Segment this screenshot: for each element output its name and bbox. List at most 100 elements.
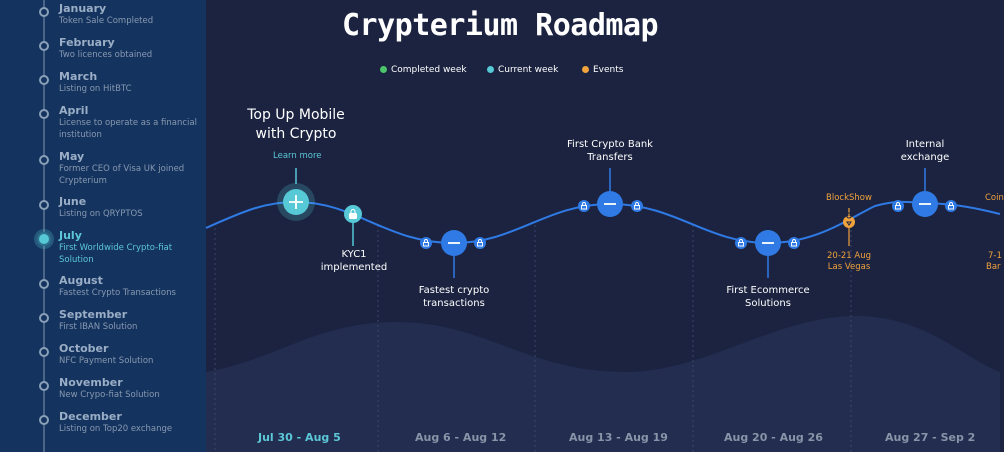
lock-node [578,200,590,212]
week-tab[interactable]: Aug 13 - Aug 19 [569,431,668,444]
month-dot-icon [39,155,49,165]
plus-icon [289,195,303,209]
week-dividers [214,225,852,452]
month-dot-icon [39,347,49,357]
lock-icon [738,239,744,247]
location-pin-icon [846,212,852,226]
milestone-kyc-title: KYC1 implemented [320,249,388,273]
month-dot-icon [39,75,49,85]
lock-icon [634,202,640,210]
month-dot-icon [39,7,49,17]
milestone-fastest-title: Fastest crypto transactions [418,285,490,309]
sidebar-item-october[interactable]: October NFC Payment Solution [0,342,206,376]
lock-node [945,200,957,212]
legend-current-week: Current week [487,65,558,75]
legend-label: Completed week [391,65,467,75]
month-name: May [59,150,85,163]
lock-node [420,237,432,249]
lock-node [735,237,747,249]
sidebar-item-june[interactable]: June Listing on QRYPTOS [0,195,206,229]
learn-more-link[interactable]: Learn more [273,151,322,161]
month-name: April [59,104,89,117]
lock-node [892,200,904,212]
event-blockshow-place: Las Vegas [827,262,871,272]
month-dot-icon [39,279,49,289]
sidebar-item-july[interactable]: July First Worldwide Crypto-fiat Solutio… [0,229,206,265]
month-dot-icon [39,41,49,51]
month-name: August [59,274,103,287]
month-name: July [59,229,82,242]
month-name: March [59,70,98,83]
month-name: November [59,376,123,389]
lock-icon [895,202,901,210]
month-description: Token Sale Completed [59,16,154,26]
week-tab[interactable]: Aug 6 - Aug 12 [415,431,507,444]
roadmap-panel: Crypterium Roadmap Completed week Curren… [205,0,1004,452]
month-description: NFC Payment Solution [59,356,154,366]
milestone-top-up-title: Top Up Mobile with Crypto [247,107,345,142]
month-description: Listing on Top20 exchange [59,424,173,434]
milestone-internal-title: Internal exchange [900,139,950,163]
month-description: New Crypo-fiat Solution [59,390,160,400]
current-month-dot-icon [37,232,51,246]
milestone-ecommerce-title: First Ecommerce Solutions [726,285,810,309]
month-name: June [59,195,87,208]
event-coin-date: 7-1 [988,251,1002,261]
month-name: December [59,410,122,423]
month-description: Listing on HitBTC [59,84,132,94]
green-dot-icon [380,66,387,73]
sidebar-item-september[interactable]: September First IBAN Solution [0,308,206,342]
cyan-dot-icon [487,66,494,73]
lock-icon [791,239,797,247]
legend-label: Events [593,65,624,75]
month-dot-icon [39,415,49,425]
month-name: January [59,2,107,15]
month-name: September [59,308,128,321]
page-title: Crypterium Roadmap [342,8,659,43]
lock-icon [477,239,483,247]
month-description: Two licences obtained [59,50,153,60]
lock-icon [948,202,954,210]
month-dot-icon [39,381,49,391]
month-description: Former CEO of Visa UK joined Crypterium [59,164,185,186]
month-name: February [59,36,115,49]
lock-icon [348,208,358,220]
lock-icon [423,239,429,247]
week-tab-current[interactable]: Jul 30 - Aug 5 [258,431,341,444]
month-dot-icon [39,313,49,323]
sidebar-item-may[interactable]: May Former CEO of Visa UK joined Crypter… [0,150,206,186]
sidebar-item-november[interactable]: November New Crypo-fiat Solution [0,376,206,410]
month-dot-icon [39,200,49,210]
lock-node [474,237,486,249]
sidebar-item-december[interactable]: December Listing on Top20 exchange [0,410,206,444]
legend-completed-week: Completed week [380,65,467,75]
month-description: First IBAN Solution [59,322,138,332]
legend-label: Current week [498,65,559,75]
sidebar-item-february[interactable]: February Two licences obtained [0,36,206,70]
sidebar-item-march[interactable]: March Listing on HitBTC [0,70,206,104]
timeline-rail [43,0,45,452]
month-name: October [59,342,109,355]
lock-icon [581,202,587,210]
week-tab[interactable]: Aug 20 - Aug 26 [724,431,823,444]
month-description: Listing on QRYPTOS [59,209,143,219]
event-blockshow-name: BlockShow [826,193,872,203]
event-coin-place: Bar [986,262,1001,272]
orange-dot-icon [582,66,589,73]
roadmap-canvas [205,168,1001,452]
week-tab[interactable]: Aug 27 - Sep 2 [885,431,976,444]
month-description: Fastest Crypto Transactions [59,288,176,298]
sidebar: January Token Sale Completed February Tw… [0,0,206,452]
sidebar-item-april[interactable]: April License to operate as a financial … [0,104,206,140]
lock-node [631,200,643,212]
month-description: License to operate as a financial instit… [59,118,197,140]
month-dot-icon [39,109,49,119]
lock-node [788,237,800,249]
event-coin-name: Coin [985,193,1004,203]
background-hill [206,316,1000,452]
sidebar-item-january[interactable]: January Token Sale Completed [0,2,206,36]
sidebar-item-august[interactable]: August Fastest Crypto Transactions [0,274,206,308]
month-description: First Worldwide Crypto-fiat Solution [59,243,173,265]
milestone-bank-title: First Crypto Bank Transfers [567,139,653,163]
event-blockshow-date: 20-21 Aug [827,251,871,261]
